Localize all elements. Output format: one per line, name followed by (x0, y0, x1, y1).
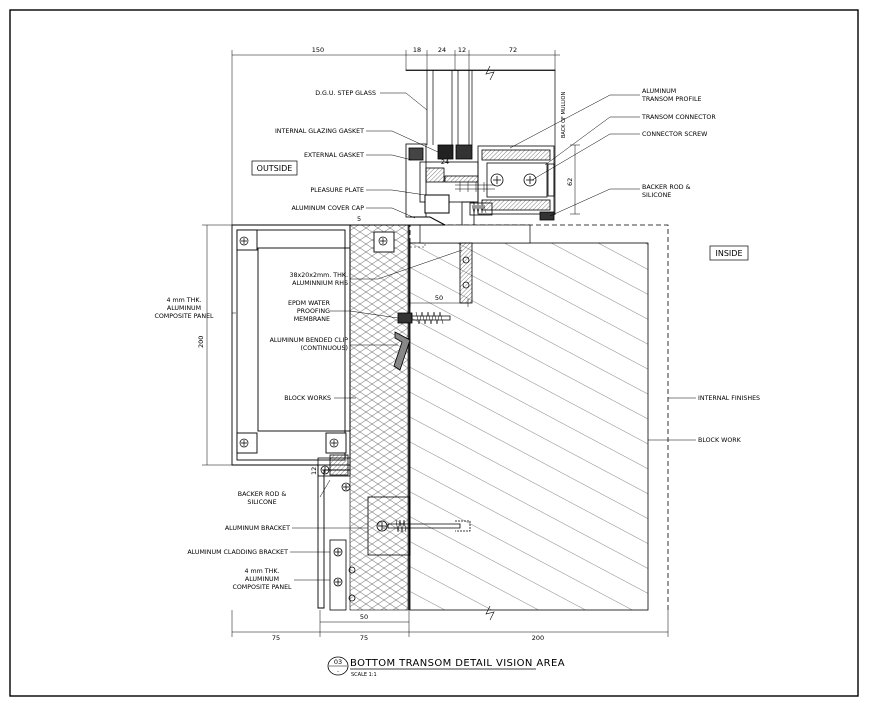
label-block-work: BLOCK WORK (698, 437, 742, 444)
internal-finishes-line (409, 224, 669, 610)
cover-cap (232, 216, 446, 226)
label-dgu-step-glass: D.G.U. STEP GLASS (315, 90, 376, 97)
title-text: BOTTOM TRANSOM DETAIL VISION AREA (350, 658, 565, 669)
label-block-works: BLOCK WORKS (284, 395, 331, 402)
top-dimensions (231, 50, 560, 225)
label-panel-top-2: ALUMINUM (167, 305, 201, 312)
dim-top-24: 24 (438, 46, 446, 54)
title-number: 03 (334, 658, 342, 666)
label-clip-2: (CONTINUOUS) (300, 345, 348, 352)
dim-top-150: 150 (312, 46, 324, 54)
outside-tag: OUTSIDE (257, 164, 293, 173)
dim-50-bottom: 50 (360, 613, 368, 621)
label-transom-connector: TRANSOM CONNECTOR (641, 114, 716, 121)
dim-gasket-24: 24 (441, 158, 449, 166)
label-panel-bot-2: ALUMINUM (245, 576, 279, 583)
label-panel-top-3: COMPOSITE PANEL (154, 313, 214, 320)
dim-top-12: 12 (458, 46, 466, 54)
bracket-dim-50 (409, 299, 469, 307)
block-work-hatch (409, 242, 649, 611)
label-panel-bot-3: COMPOSITE PANEL (232, 584, 292, 591)
label-transom-profile-2: TRANSOM PROFILE (641, 96, 701, 103)
dim-top-72: 72 (509, 46, 517, 54)
outside-tag-box (251, 160, 298, 176)
label-epdm-1: EPDM WATER (288, 300, 331, 307)
aluminium-rhs (459, 242, 473, 304)
dim-12: 12 (310, 467, 318, 475)
label-pleasure-plate: PLEASURE PLATE (310, 187, 364, 194)
dim-5: 5 (357, 215, 361, 223)
cladding-bracket (329, 539, 356, 611)
label-cladding-bracket: ALUMINUM CLADDING BRACKET (187, 549, 288, 556)
label-clip-1: ALUMINUM BENDED CLIP (270, 337, 349, 344)
label-external-gasket: EXTERNAL GASKET (304, 152, 364, 159)
title-sub: - (337, 669, 339, 675)
leaders-left (232, 92, 463, 581)
label-panel-top-1: 4 mm THK. (167, 297, 202, 304)
leaders-right (509, 94, 696, 441)
label-aluminum-cover-cap: ALUMINUM COVER CAP (291, 205, 364, 212)
glass-unit (405, 65, 556, 215)
label-rhs-1: 38x20x2mm. THK. (290, 272, 348, 279)
dim-200-left: 200 (197, 336, 205, 348)
panel-screws (239, 236, 388, 448)
label-connector-screw: CONNECTOR SCREW (642, 131, 708, 138)
label-transom-profile-1: ALUMINUM (642, 88, 676, 95)
label-epdm-2: PROOFING (297, 308, 330, 315)
dim-top-18: 18 (413, 46, 421, 54)
label-internal-finishes: INTERNAL FINISHES (698, 395, 760, 402)
title-scale: SCALE 1:1 (351, 672, 377, 678)
aluminum-bracket (367, 496, 471, 556)
sheet-border (9, 9, 859, 697)
back-of-mullion-text: BACK OF MULLION (561, 92, 567, 138)
inside-tag-box (709, 245, 749, 261)
transom-profile (477, 145, 555, 221)
insulation-layer (349, 224, 409, 611)
dim-75b: 75 (360, 634, 368, 642)
dim-75a: 75 (272, 634, 280, 642)
dim-50-bracket: 50 (435, 294, 443, 302)
title-block: 03 - BOTTOM TRANSOM DETAIL VISION AREA S… (327, 656, 565, 678)
label-backer-right-2: SILICONE (642, 192, 671, 199)
label-epdm-3: MEMBRANE (294, 316, 330, 323)
label-backer-left-1: BACKER ROD & (238, 491, 287, 498)
label-rhs-2: ALUMINNIUM RHS (292, 280, 348, 287)
label-aluminum-bracket: ALUMINUM BRACKET (225, 525, 290, 532)
label-internal-glazing-gasket: INTERNAL GLAZING GASKET (275, 128, 364, 135)
label-backer-left-2: SILICONE (247, 499, 276, 506)
label-backer-right-1: BACKER ROD & (642, 184, 691, 191)
label-panel-bot-1: 4 mm THK. (245, 568, 280, 575)
dim-62: 62 (566, 178, 574, 186)
backer-rod-left (317, 454, 351, 492)
bottom-dimensions (231, 605, 669, 637)
inside-tag: INSIDE (716, 249, 743, 258)
pressure-plate-assembly (405, 143, 495, 231)
left-dim-200 (202, 224, 232, 466)
dim-200-bottom: 200 (532, 634, 544, 642)
